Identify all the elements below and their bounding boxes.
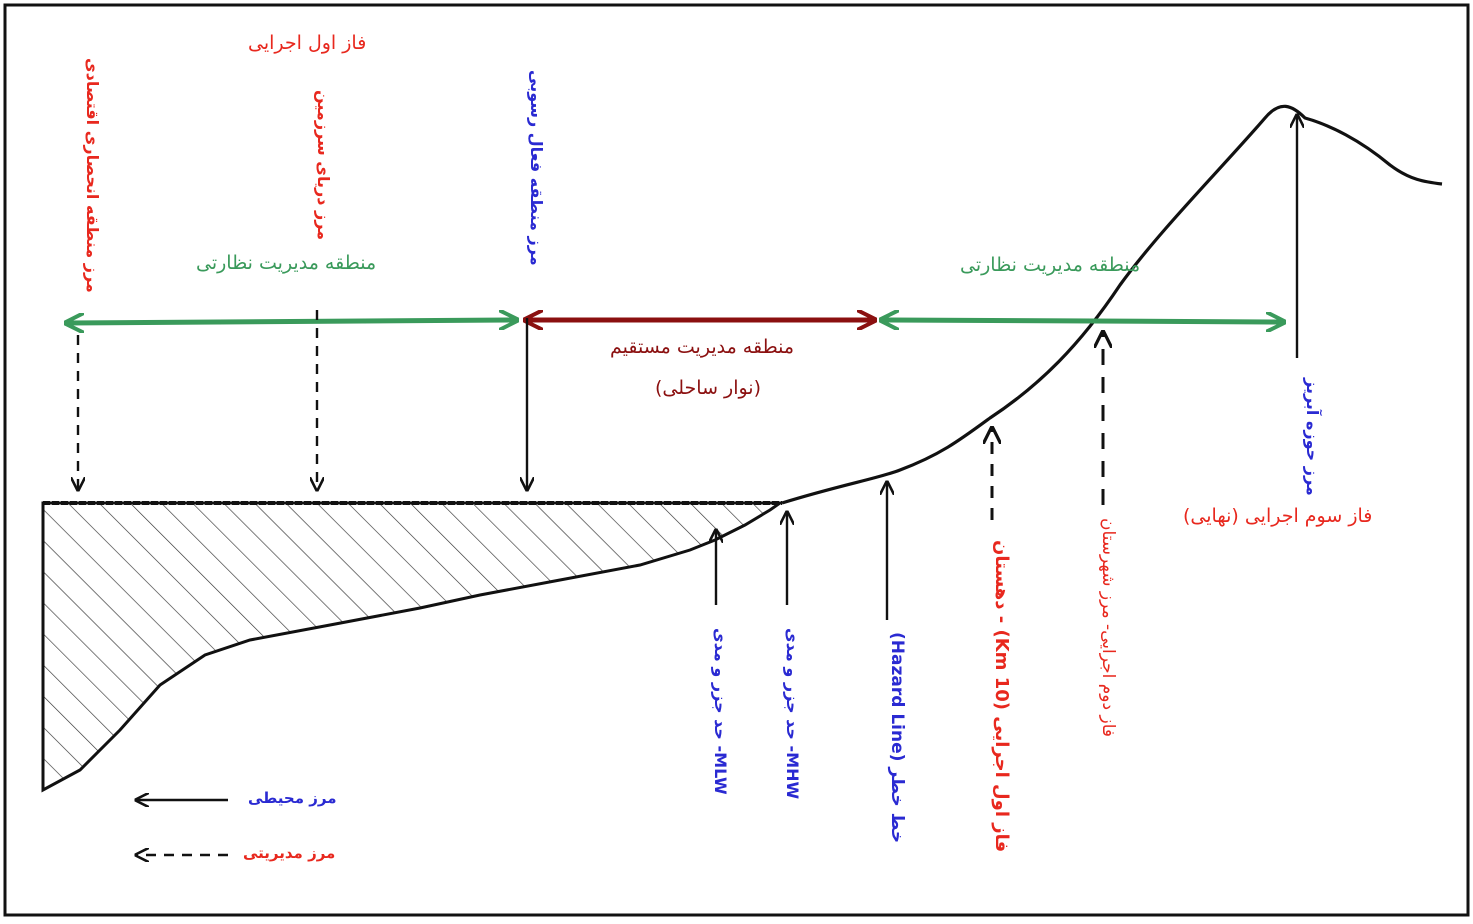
hazard-line-label: خط خطر (Hazard Line) xyxy=(887,632,907,844)
active-sediment-boundary-label: مرز منطقه فعال رسوبی xyxy=(527,70,546,266)
land-profile xyxy=(781,104,1443,505)
mlw-label: MLW- حد جزر و مدی xyxy=(711,628,730,795)
phase2-label: فاز دوم اجرایی- مرز شهرستان xyxy=(1098,518,1118,737)
phase1-top-label: فاز اول اجرایی xyxy=(248,32,367,54)
oversight-arrow-right xyxy=(883,320,1282,322)
legend-management-label: مرز مدیریتی xyxy=(243,844,336,862)
sea-hatched-area xyxy=(41,501,785,793)
economic-zone-boundary-label: مرز منطقه انحصاری اقتصادی xyxy=(83,58,102,293)
mhw-label: MHW- حد جزر و مدی xyxy=(783,628,802,800)
coastal-strip-label: (نوار ساحلی) xyxy=(655,377,762,399)
outer-border xyxy=(3,3,1470,917)
oversight-zone-left-label: منطقه مدیریت نظارتی xyxy=(196,252,377,274)
phase1-10km-label: فاز اول اجرایی (10 Km) - دهستان xyxy=(991,540,1012,853)
territorial-sea-boundary-label: مرز دریای سرزمین xyxy=(314,90,333,241)
direct-zone-label: منطقه مدیریت مستقیم xyxy=(610,336,795,358)
phase3-label: فاز سوم اجرایی (نهایی) xyxy=(1183,505,1373,527)
oversight-zone-right-label: منطقه مدیریت نظارتی xyxy=(960,254,1141,276)
oversight-arrow-left xyxy=(68,320,515,323)
legend-environmental-label: مرز محیطی xyxy=(248,789,337,807)
watershed-boundary-label: مرز حوزه آبریز xyxy=(1303,378,1322,496)
